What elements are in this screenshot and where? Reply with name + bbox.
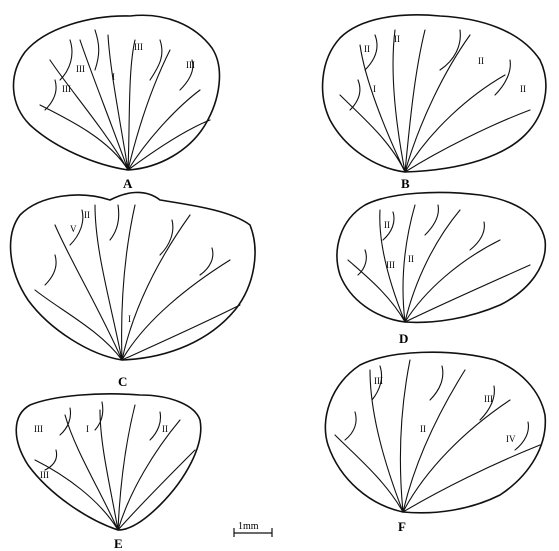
vein-mark: III xyxy=(76,64,85,74)
petal-e-veins xyxy=(35,402,195,530)
vein-mark: II xyxy=(478,56,484,66)
vein-mark: III xyxy=(374,376,383,386)
vein-mark: I xyxy=(86,424,89,434)
vein-mark: V xyxy=(70,224,77,234)
vein-mark: III xyxy=(34,424,43,434)
scale-bar-label: 1mm xyxy=(238,521,259,532)
panel-label-d: D xyxy=(399,331,408,346)
vein-mark: II xyxy=(408,254,414,264)
vein-mark: II xyxy=(384,220,390,230)
vein-mark: II xyxy=(394,34,400,44)
vein-mark: II xyxy=(162,424,168,434)
vein-mark: II xyxy=(364,44,370,54)
vein-mark: IV xyxy=(506,434,516,444)
vein-mark: III xyxy=(134,42,143,52)
petal-e-drawing: III I II III E xyxy=(16,394,201,551)
vein-mark: I xyxy=(112,72,115,82)
panel-label-b: B xyxy=(401,176,410,191)
vein-mark: II xyxy=(84,210,90,220)
petal-c-veins xyxy=(35,205,240,360)
vein-mark: III xyxy=(62,84,71,94)
vein-mark: II xyxy=(520,84,526,94)
petal-f-drawing: III III II IV F xyxy=(325,352,545,534)
petal-b-outline xyxy=(323,15,546,172)
petal-d-outline xyxy=(337,192,545,322)
petal-a-outline xyxy=(14,15,220,170)
vein-mark: III xyxy=(484,394,493,404)
panel-label-a: A xyxy=(123,176,133,191)
petal-b-drawing: II II II II I B xyxy=(323,15,546,191)
panel-label-f: F xyxy=(398,519,406,534)
vein-mark: III xyxy=(40,470,49,480)
petal-a-drawing: III III I III III A xyxy=(14,15,220,191)
vein-mark: I xyxy=(128,314,131,324)
vein-mark: III xyxy=(386,260,395,270)
vein-mark: I xyxy=(373,84,376,94)
vein-mark: II xyxy=(420,424,426,434)
petal-f-outline xyxy=(325,352,545,513)
petal-c-drawing: V II I C xyxy=(11,192,255,389)
panel-label-e: E xyxy=(114,536,123,551)
scale-bar: 1mm xyxy=(234,521,272,537)
petal-d-drawing: II II III D xyxy=(337,192,545,346)
vein-mark: III xyxy=(186,60,195,70)
panel-label-c: C xyxy=(118,374,127,389)
